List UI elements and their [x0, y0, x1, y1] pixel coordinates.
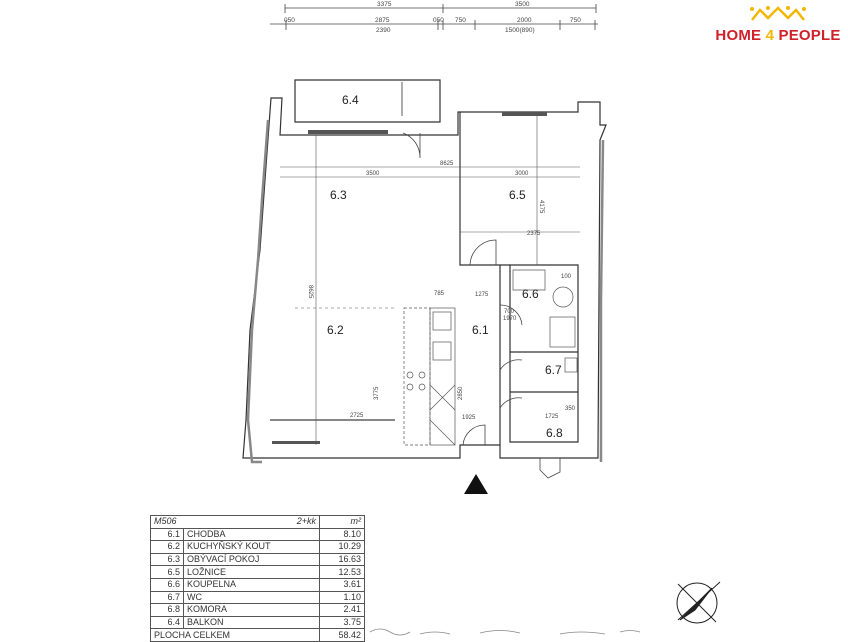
dim-label: 350	[565, 406, 576, 412]
dim-label: 750	[455, 17, 466, 24]
room-num: 6.5	[150, 565, 184, 579]
room-num: 6.3	[150, 552, 184, 567]
room-num: 6.1	[150, 527, 184, 542]
top-dimensions	[270, 4, 598, 30]
total-area: 58.42	[319, 628, 365, 642]
home4people-logo: HOME 4 PEOPLE	[712, 4, 844, 44]
dim-label: 2375	[527, 231, 541, 237]
room-name: KOUPELNA	[183, 577, 320, 592]
unit-id: M506	[154, 516, 177, 527]
logo-text-home: HOME	[715, 27, 766, 44]
crown-houses-icon	[750, 6, 806, 21]
room-labels: 6.4 6.3 6.5 6.2 6.1 6.6 6.7 6.8	[327, 93, 563, 440]
room-area: 3.61	[319, 577, 365, 592]
unit-layout: 2+kk	[296, 516, 316, 527]
room-area: 1.10	[319, 590, 365, 605]
room-name: CHODBA	[183, 527, 320, 542]
dim-label: 2390	[376, 27, 391, 34]
room-num: 6.8	[150, 603, 184, 617]
room-num: 6.4	[150, 615, 184, 630]
dim-label: 3000	[515, 171, 529, 177]
doors	[402, 132, 561, 479]
dim-label: 1275	[475, 292, 489, 298]
dim-label: 700	[504, 309, 515, 315]
window	[502, 112, 547, 116]
room-label-6-6: 6.6	[522, 287, 539, 301]
room-area: 2.41	[319, 603, 365, 617]
dim-label: 3500	[366, 171, 380, 177]
dim-label: 2000	[517, 17, 532, 24]
room-name: WC	[183, 590, 320, 605]
room-label-6-7: 6.7	[545, 363, 562, 377]
interior-dimension-labels: 8625 3500 3000 4175 2375 8625 785 1275 3…	[307, 161, 576, 421]
room-label-6-2: 6.2	[327, 323, 344, 337]
dim-label: 785	[434, 291, 445, 297]
dim-label: 050	[284, 17, 295, 24]
dim-label: 3500	[515, 1, 530, 8]
room-area: 10.29	[319, 540, 365, 554]
total-label: PLOCHA CELKEM	[150, 628, 320, 642]
room-num: 6.2	[150, 540, 184, 554]
window	[308, 130, 388, 134]
room-num: 6.7	[150, 590, 184, 605]
north-arrow-icon	[676, 581, 721, 624]
dim-label: 2725	[350, 413, 364, 419]
room-label-6-5: 6.5	[509, 188, 526, 202]
room-label-6-8: 6.8	[546, 426, 563, 440]
fixtures	[403, 269, 578, 446]
dim-label: 2875	[375, 17, 390, 24]
room-name: OBÝVACÍ POKOJ	[183, 552, 320, 567]
dim-label: 1725	[545, 414, 559, 420]
room-num: 6.6	[150, 577, 184, 592]
room-label-6-1: 6.1	[472, 323, 489, 337]
walls	[242, 79, 607, 464]
dim-label: 4175	[538, 200, 544, 214]
dim-label: 750	[570, 17, 581, 24]
room-name: KOMORA	[183, 603, 320, 617]
handwritten-note	[369, 628, 641, 636]
dim-label: 8625	[307, 285, 313, 299]
dim-label: 050	[433, 17, 444, 24]
unit-header: m²	[319, 515, 365, 529]
dim-label: 1970	[503, 316, 517, 322]
entrance-triangle-icon	[464, 474, 488, 494]
logo-text-4: 4	[765, 27, 775, 44]
room-name: KUCHYŇSKÝ KOUT	[183, 540, 320, 554]
logo-text-people: PEOPLE	[774, 27, 841, 44]
room-area: 12.53	[319, 565, 365, 579]
dim-label: 100	[561, 274, 572, 280]
dim-label: 3375	[377, 1, 392, 8]
top-dimension-labels: 3375 3500 050 2875 050 750 2000 750 2390…	[284, 1, 581, 34]
room-label-6-4: 6.4	[342, 93, 359, 107]
unit-cell: M506 2+kk	[150, 515, 320, 529]
dim-label: 2850	[458, 386, 464, 400]
room-area: 3.75	[319, 615, 365, 630]
window	[272, 441, 320, 444]
room-label-6-3: 6.3	[330, 188, 347, 202]
dim-label: 1925	[462, 415, 476, 421]
logo-text: HOME 4 PEOPLE	[712, 27, 844, 44]
balcony-outline	[294, 79, 441, 123]
room-name: LOŽNICE	[183, 565, 320, 579]
table-header: M506 2+kk m²	[150, 515, 365, 529]
room-area: 8.10	[319, 527, 365, 542]
dim-label: 8625	[440, 161, 454, 167]
dim-label: 1500(890)	[505, 27, 535, 34]
room-name: BALKON	[183, 615, 320, 630]
interior-dimension-lines	[270, 112, 580, 445]
room-area: 16.63	[319, 552, 365, 567]
dim-label: 3775	[374, 386, 380, 400]
